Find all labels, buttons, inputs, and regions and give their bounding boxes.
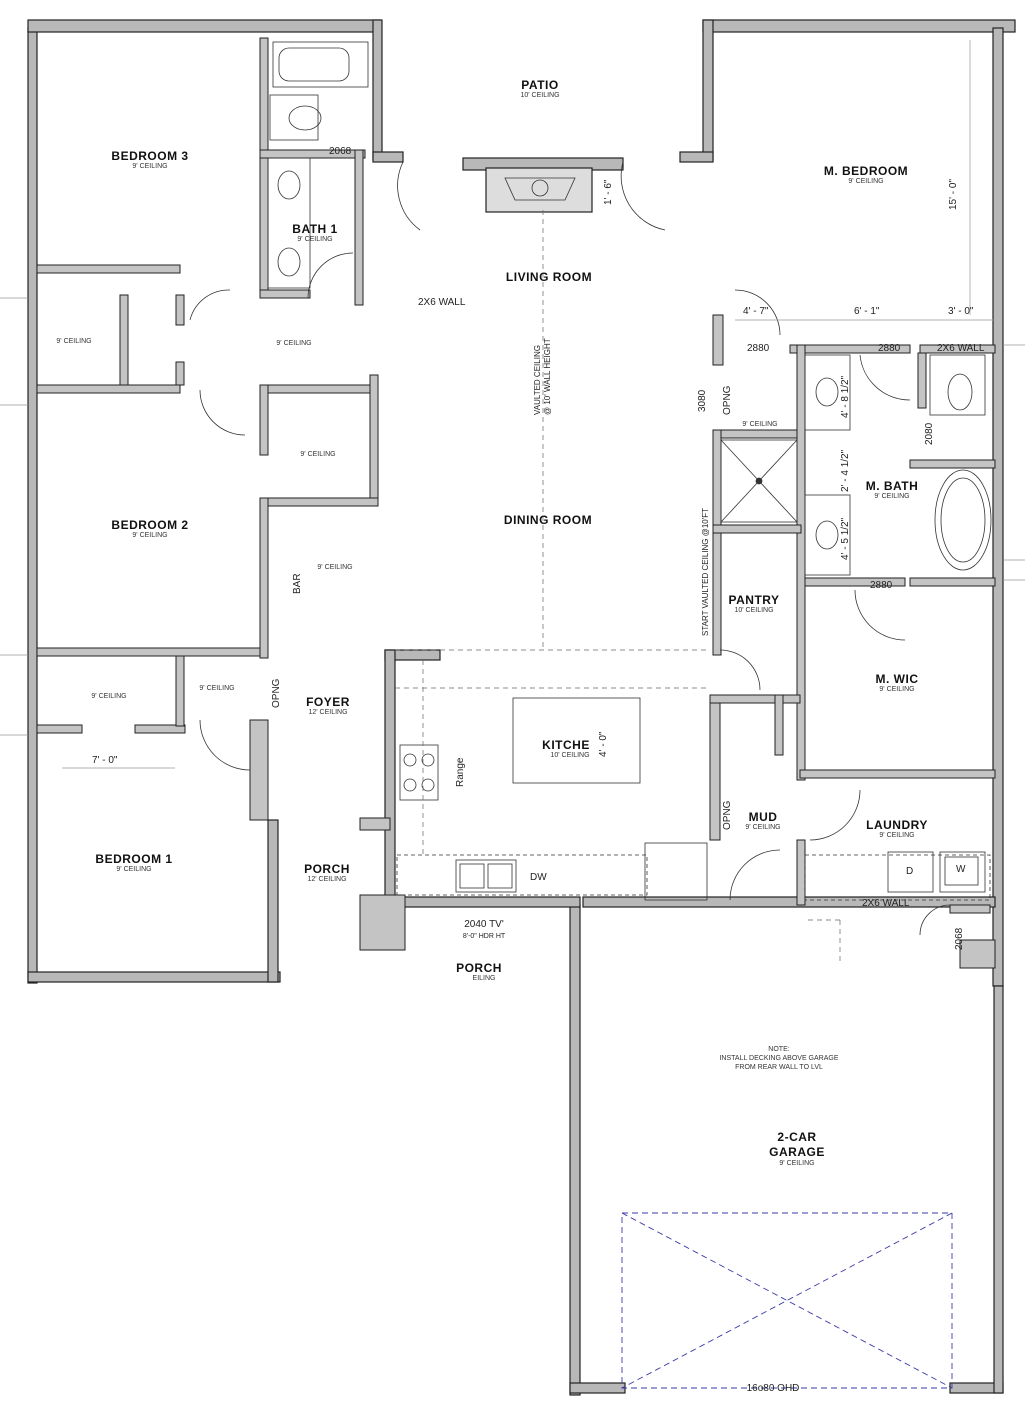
garage-note-line-3: FROM REAR WALL TO LVL [735,1064,823,1071]
label-door-2880-a: 2880 [747,343,770,354]
label-2x6-wall-mbath: 2X6 WALL [937,343,985,354]
ceiling-porch-back: EILING [472,975,496,982]
ceiling-kitchen: 10' CEILING [550,752,590,759]
ceiling-mbedroom: 9' CEILING [848,178,884,185]
label-dryer: D [906,866,914,877]
room-name-kitchen: KITCHE [542,738,590,752]
ceiling-mbath: 9' CEILING [874,493,910,500]
fixtures [267,41,992,901]
garage-door-overhead [621,1212,953,1389]
label-dim-7-0: 7' - 0" [92,755,118,766]
ceiling-closet-b3: 9' CEILING [56,338,92,345]
interior-walls [36,37,996,969]
room-name-garage: 2-CAR GARAGE [769,1130,825,1159]
label-2x6-wall-left: 2X6 WALL [418,297,466,308]
ceiling-bedroom1: 9' CEILING [116,866,152,873]
room-name-pantry: PANTRY [728,593,780,607]
label-dim-4-5: 4' - 5 1/2" [840,517,851,560]
room-name-mud: MUD [748,810,778,824]
room-name-bath1: BATH 1 [292,222,338,236]
ceiling-closet-foyer: 9' CEILING [199,685,235,692]
label-washer: W [956,864,966,875]
label-vaulted: VAULTED CEILING [533,345,542,415]
ceiling-bath1: 9' CEILING [297,236,333,243]
ceiling-laundry: 9' CEILING [879,832,915,839]
label-door-2068-laundry: 2068 [954,927,965,950]
room-name-mbedroom: M. BEDROOM [823,164,909,178]
room-name-bedroom3: BEDROOM 3 [111,149,189,163]
ceiling-bedroom3: 9' CEILING [132,163,168,170]
door-swings [189,161,951,936]
garage-note-line-2: INSTALL DECKING ABOVE GARAGE [719,1055,839,1062]
ceiling-garage: 9' CEILING [779,1160,815,1167]
ceiling-mwic: 9' CEILING [879,686,915,693]
ceiling-bedroom2: 9' CEILING [132,532,168,539]
label-dim-4-8: 4' - 8 1/2" [840,375,851,418]
room-name-dining: DINING ROOM [503,513,593,527]
label-door-2040: 2040 TV' [464,919,504,930]
reference-lines [395,210,841,965]
room-name-porch-front: PORCH [304,862,350,876]
label-door-2880-b: 2880 [878,343,901,354]
exterior-walls [27,19,1016,1396]
label-door-2068-bath: 2068 [329,146,352,157]
room-name-bedroom2: BEDROOM 2 [111,518,189,532]
label-opng-mud: OPNG [722,800,733,830]
label-door-2080: 2080 [924,422,935,445]
label-dim-2-4: 2' - 4 1/2" [840,449,851,492]
label-range: Range [455,757,466,787]
label-opng-left: OPNG [271,678,282,708]
garage-note-line-1: NOTE: [768,1046,790,1053]
ceiling-patio: 10' CEILING [520,92,560,99]
label-vaulted-2: @ 10' WALL HEIGHT [543,338,552,415]
label-dim-4-7: 4' - 7" [743,306,769,317]
dimension-lines [0,40,1025,769]
room-name-patio: PATIO [521,78,559,92]
ceiling-bar-area: 9' CEILING [317,564,353,571]
ceiling-hall: 9' CEILING [276,340,312,347]
label-hdr: 8'-0" HDR HT [462,933,506,940]
label-dim-6-1: 6' - 1" [854,306,880,317]
ceiling-closet-b2: 9' CEILING [300,451,336,458]
label-bar: BAR [292,573,303,594]
ceiling-mbath-closet: 9' CEILING [742,421,778,428]
label-dim-15-0: 15' - 0" [948,178,959,210]
room-name-porch-back: PORCH [456,961,502,975]
ceiling-porch-front: 12' CEILING [307,876,347,883]
ceiling-foyer: 12' CEILING [308,709,348,716]
label-start-vaulted: START VAULTED CEILING @10'FT [701,507,710,636]
label-dim-3-0: 3' - 0" [948,306,974,317]
room-name-bedroom1: BEDROOM 1 [95,852,173,866]
label-dim-4-0: 4' - 0" [598,731,609,757]
room-name-foyer: FOYER [306,695,350,709]
ceiling-closet-b1: 9' CEILING [91,693,127,700]
label-2x6-wall-laundry: 2X6 WALL [862,898,910,909]
room-name-mbath: M. BATH [865,479,919,493]
ceiling-pantry: 10' CEILING [734,607,774,614]
label-dim-1-6: 1' - 6" [603,179,614,205]
ceiling-mud: 9' CEILING [745,824,781,831]
label-garage-door-ohd: 16o80 OHD [746,1383,800,1394]
room-name-laundry: LAUNDRY [866,818,928,832]
label-door-2880-c: 2880 [870,580,893,591]
label-dw: DW [530,872,547,883]
room-name-living: LIVING ROOM [505,270,593,284]
label-door-3080: 3080 [697,389,708,412]
room-name-mwic: M. WIC [875,672,919,686]
label-opng-center: OPNG [722,385,733,415]
